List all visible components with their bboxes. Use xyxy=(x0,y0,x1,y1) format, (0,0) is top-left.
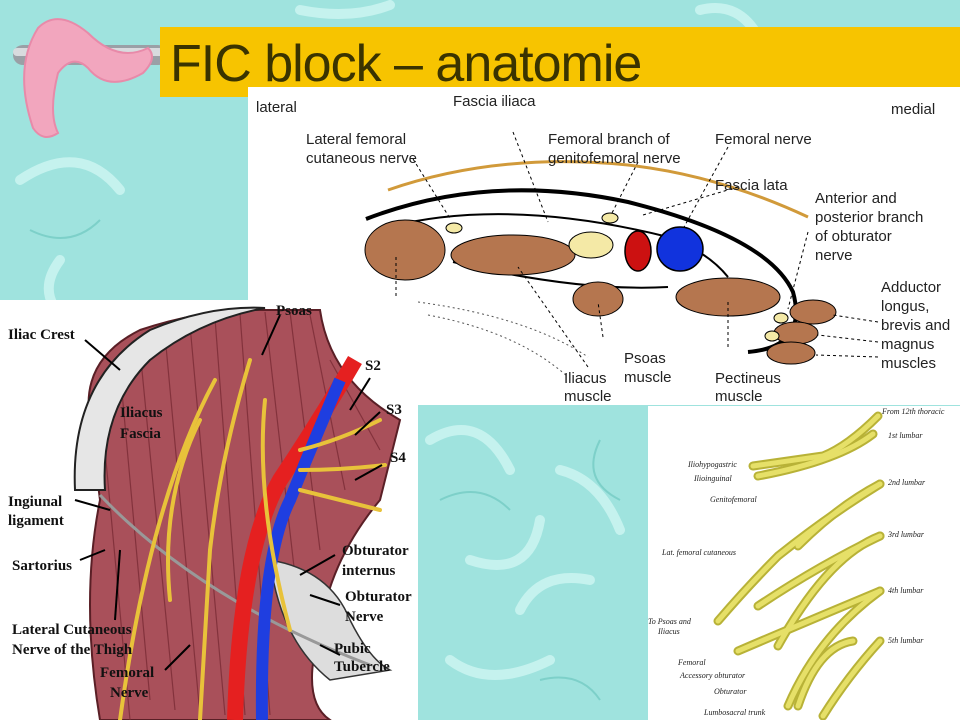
label-iliac-crest: Iliac Crest xyxy=(8,327,75,343)
label-l5: 5th lumbar xyxy=(888,636,924,645)
label-obt-4: nerve xyxy=(815,247,853,264)
label-iliacus-1: Iliacus xyxy=(564,370,607,387)
label-inguinal-1: Ingiunal xyxy=(8,494,63,510)
label-gf-1: Femoral branch of xyxy=(548,131,670,148)
label-psoas-1: Psoas xyxy=(624,350,666,367)
vein-pelvis xyxy=(255,377,346,720)
label-accessory-obturator: Accessory obturator xyxy=(680,671,746,680)
label-l1: 1st lumbar xyxy=(888,431,923,440)
slide-logo xyxy=(13,18,168,138)
label-l3: 3rd lumbar xyxy=(888,530,924,539)
muscle-lateral xyxy=(364,219,446,281)
title-bar xyxy=(160,27,960,97)
label-genitofemoral-plexus: Genitofemoral xyxy=(710,495,757,504)
label-obt-nerve-1: Obturator xyxy=(345,589,412,605)
label-gf-2: genitofemoral nerve xyxy=(548,150,681,167)
label-lat-fem-cut: Lat. femoral cutaneous xyxy=(662,548,736,557)
label-lfcn-1: Lateral femoral xyxy=(306,131,407,148)
label-sartorius: Sartorius xyxy=(12,558,72,574)
inner-fascia-line xyxy=(387,213,729,278)
label-obt-internus-1: Obturator xyxy=(342,543,409,559)
femoral-nerve-pelvis xyxy=(198,358,252,720)
label-adductor-3: brevis and xyxy=(881,317,951,334)
nerve-genitofemoral xyxy=(601,212,619,224)
label-s2: S2 xyxy=(365,358,381,374)
obturator-nerve-pelvis xyxy=(260,398,292,632)
muscle-adductor-longus xyxy=(789,299,837,325)
slide-title: FIC block – anatomie xyxy=(170,35,642,93)
label-fascia-lata: Fascia lata xyxy=(715,177,788,194)
label-femoral-1: Femoral xyxy=(100,665,155,681)
label-inguinal-2: ligament xyxy=(8,513,64,529)
cross-section-drawing xyxy=(364,131,879,378)
pelvis-diagram: Psoas Iliac Crest S2 S3 S4 Iliacus Fasci… xyxy=(0,300,418,720)
lumbar-plexus-diagram: From 12th thoracic 1st lumbar Iliohypoga… xyxy=(648,406,960,720)
label-s4: S4 xyxy=(390,450,406,466)
label-femoral-nerve: Femoral nerve xyxy=(715,131,812,148)
nerve-obturator-ant xyxy=(773,312,789,324)
pelvis-drawing xyxy=(73,306,402,720)
label-lfcn-2: cutaneous nerve xyxy=(306,150,417,167)
muscle-iliacus xyxy=(450,234,576,276)
label-fascia-iliaca: Fascia iliaca xyxy=(453,93,536,110)
label-iliacus-fascia-2: Fascia xyxy=(120,426,161,442)
label-psoas-iliacus-1: To Psoas and xyxy=(648,617,691,626)
label-adductor-1: Adductor xyxy=(881,279,942,296)
label-medial: medial xyxy=(891,101,936,118)
label-iliohypogastric: Iliohypogastric xyxy=(688,460,737,469)
label-pectineus-1: Pectineus xyxy=(715,370,781,387)
label-psoas-2: muscle xyxy=(624,369,672,386)
label-obt-internus-2: internus xyxy=(342,563,396,579)
lcnt-pelvis xyxy=(118,378,217,720)
nerve-lateral-femoral-cutaneous xyxy=(445,222,463,234)
nerve-obturator-post xyxy=(764,330,780,342)
label-ilioinguinal: Ilioinguinal xyxy=(694,474,732,483)
label-obt-2: posterior branch xyxy=(815,209,924,226)
fascia-iliaca-line xyxy=(387,160,809,219)
label-femoral-plexus: Femoral xyxy=(678,658,706,667)
femoral-vein xyxy=(656,226,704,272)
label-l2: 2nd lumbar xyxy=(888,478,926,487)
label-obt-3: of obturator xyxy=(815,228,892,245)
label-lcnt-1: Lateral Cutaneous xyxy=(12,622,132,638)
label-pubic-2: Tubercle xyxy=(334,659,390,675)
label-lateral: lateral xyxy=(256,99,297,116)
label-psoas-iliacus-2: Iliacus xyxy=(658,627,680,636)
label-iliacus-fascia-1: Iliacus xyxy=(120,405,163,421)
label-iliacus-2: muscle xyxy=(564,388,612,405)
iliac-crest-bone xyxy=(73,306,266,491)
muscle-adductor-brevis xyxy=(773,321,819,345)
label-obturator-plexus: Obturator xyxy=(714,687,747,696)
label-pubic-1: Pubic xyxy=(334,641,371,657)
label-femoral-2: Nerve xyxy=(110,685,149,701)
femoral-artery xyxy=(624,230,652,272)
label-obt-nerve-2: Nerve xyxy=(345,609,384,625)
label-lumbosacral: Lumbosacral trunk xyxy=(704,708,766,717)
label-l4: 4th lumbar xyxy=(888,586,924,595)
label-psoas: Psoas xyxy=(276,303,312,319)
label-obt-1: Anterior and xyxy=(815,190,897,207)
label-adductor-4: magnus xyxy=(881,336,935,353)
plexus-drawing xyxy=(713,411,885,720)
nerve-femoral xyxy=(568,231,614,259)
muscle-psoas xyxy=(572,281,624,317)
muscle-adductor-magnus xyxy=(766,341,816,365)
label-lcnt-2: Nerve of the Thigh xyxy=(12,642,133,658)
label-from-12th: From 12th thoracic xyxy=(882,407,945,416)
label-pectineus-2: muscle xyxy=(715,388,763,405)
label-adductor-5: muscles xyxy=(881,355,937,372)
label-adductor-2: longus, xyxy=(881,298,930,315)
label-s3: S3 xyxy=(386,402,402,418)
